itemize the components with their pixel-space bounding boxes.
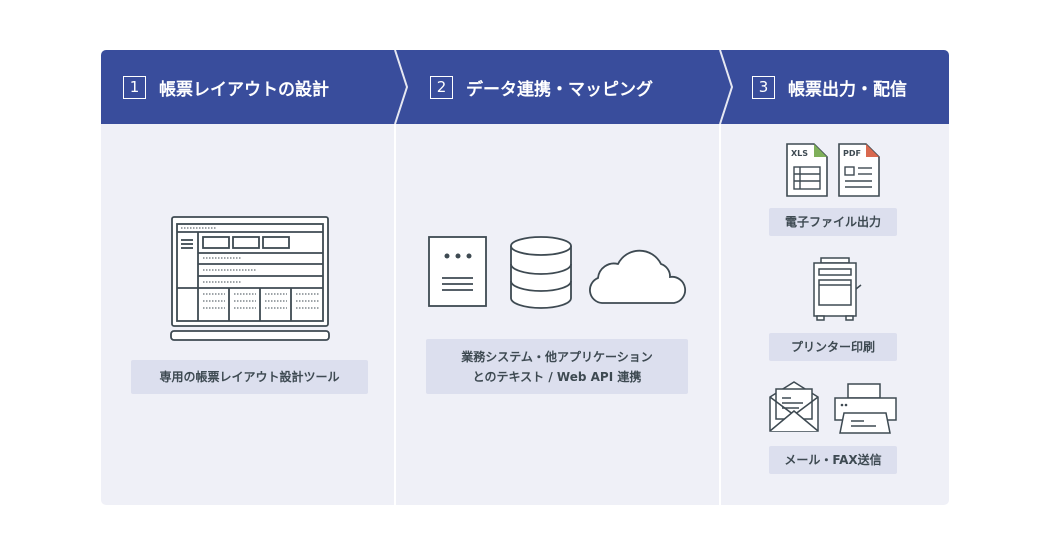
xls-label: XLS	[791, 149, 808, 158]
laptop-layout-icon	[170, 216, 330, 341]
step-title: データ連携・マッピング	[466, 79, 653, 100]
step-title: 帳票出力・配信	[788, 79, 907, 100]
pdf-file-icon: PDF	[838, 143, 880, 197]
mail-fax-label: メール・FAX送信	[769, 446, 897, 474]
chevron-dividers	[394, 50, 734, 125]
cloud-icon	[589, 249, 687, 304]
step-3-title: 3 帳票出力・配信	[752, 50, 907, 124]
step-number: 1	[123, 75, 146, 99]
xls-file-icon: XLS	[786, 143, 828, 197]
printer-label: プリンター印刷	[769, 333, 897, 361]
workflow-panel: 1 帳票レイアウトの設計 2 データ連携・マッピング 3 帳票出力・配信 専用の帳票レ…	[101, 50, 949, 505]
database-icon	[510, 236, 572, 309]
step-number: 3	[752, 75, 775, 99]
step-2-title: 2 データ連携・マッピング	[430, 50, 653, 124]
workflow-header	[101, 50, 949, 124]
mail-envelope-icon	[769, 381, 819, 432]
step-number: 2	[430, 75, 453, 99]
fax-machine-icon	[834, 383, 897, 434]
label-line: とのテキスト / Web API 連携	[472, 369, 642, 384]
layout-tool-label: 専用の帳票レイアウト設計ツール	[131, 360, 368, 394]
data-integration-label: 業務システム・他アプリケーション とのテキスト / Web API 連携	[426, 339, 688, 394]
electronic-file-label: 電子ファイル出力	[769, 208, 897, 236]
pdf-label: PDF	[843, 149, 861, 158]
column-divider	[719, 124, 721, 505]
document-icon	[428, 236, 487, 307]
label-line: 業務システム・他アプリケーション	[461, 349, 653, 364]
step-1-title: 1 帳票レイアウトの設計	[123, 50, 329, 124]
step-title: 帳票レイアウトの設計	[159, 79, 329, 100]
column-divider	[394, 124, 396, 505]
multifunction-printer-icon	[813, 257, 862, 321]
